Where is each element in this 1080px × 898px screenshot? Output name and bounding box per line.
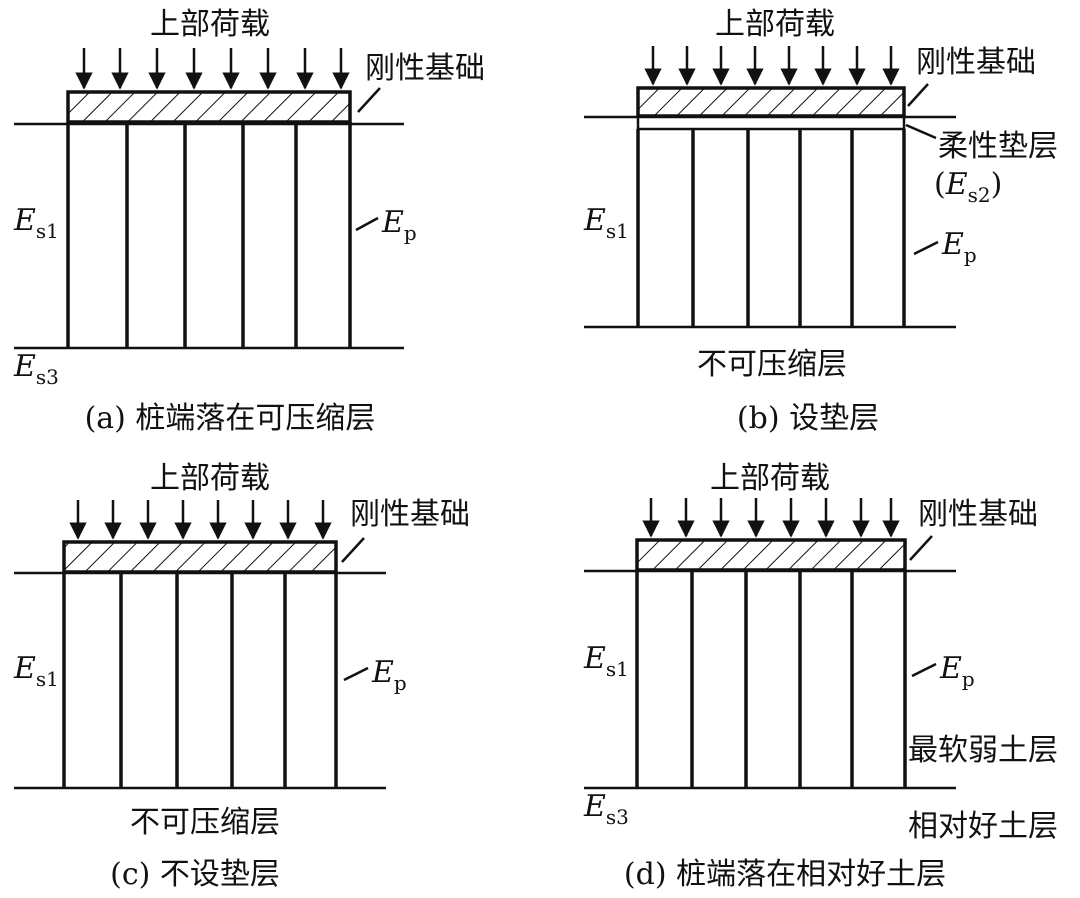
base-modulus: Es3 — [13, 349, 59, 389]
load-arrows — [69, 500, 332, 540]
incompressible-layer-label: 不可压缩层 — [697, 347, 847, 382]
cushion-label: 柔性垫层 — [938, 129, 1058, 164]
cushion-modulus: (Es2) — [934, 167, 1002, 207]
leader-line — [355, 216, 379, 232]
rigid-foundation — [66, 90, 352, 124]
foundation-label: 刚性基础 — [918, 497, 1038, 532]
caption: (c) 不设垫层 — [110, 857, 280, 892]
load-label: 上部荷载 — [150, 7, 270, 42]
caption: (a) 桩端落在可压缩层 — [85, 401, 376, 436]
panel-b: 上部荷载 刚性基础 柔性垫层 (Es2) Es1 Ep — [583, 7, 1058, 436]
piles — [635, 570, 907, 788]
foundation-label: 刚性基础 — [916, 45, 1036, 80]
load-label: 上部荷载 — [710, 461, 830, 496]
leader-line — [343, 666, 369, 682]
leader-line — [341, 537, 365, 563]
base-modulus: Es3 — [583, 789, 629, 829]
rigid-foundation — [62, 540, 338, 574]
flexible-cushion — [636, 115, 906, 131]
soil-modulus: Es1 — [583, 203, 629, 243]
leader-line — [907, 83, 929, 107]
piles — [636, 129, 906, 327]
load-arrows — [642, 498, 900, 538]
piles — [66, 122, 352, 348]
leader-line — [357, 87, 381, 113]
rigid-foundation — [635, 538, 907, 572]
soil-modulus: Es1 — [13, 651, 59, 691]
piles — [62, 572, 338, 788]
rigid-foundation — [636, 86, 906, 118]
panel-a: 上部荷载 刚性基础 Es1 Ep Es3 (a) 桩端落在可压缩层 — [13, 7, 485, 436]
pile-modulus: Ep — [941, 227, 977, 267]
panel-d: 上部荷载 刚性基础 Es1 Ep 最软弱土层 Es3 相对好土层 — [583, 461, 1058, 892]
leader-line — [905, 123, 937, 140]
load-arrows — [644, 46, 900, 86]
load-label: 上部荷载 — [715, 7, 835, 42]
weak-layer-label: 最软弱土层 — [908, 733, 1058, 768]
caption: (b) 设垫层 — [737, 401, 879, 436]
leader-line — [909, 535, 933, 561]
pile-modulus: Ep — [939, 651, 975, 691]
foundation-label: 刚性基础 — [365, 51, 485, 86]
panel-c: 上部荷载 刚性基础 Es1 Ep 不可压缩层 (c) 不设垫层 — [13, 461, 470, 892]
load-arrows — [75, 48, 350, 90]
soil-modulus: Es1 — [583, 641, 629, 681]
incompressible-layer-label: 不可压缩层 — [130, 805, 280, 840]
load-label: 上部荷载 — [150, 461, 270, 496]
pile-modulus: Ep — [371, 655, 407, 695]
good-layer-label: 相对好土层 — [908, 809, 1058, 844]
leader-line — [911, 662, 937, 678]
leader-line — [913, 240, 939, 256]
caption: (d) 桩端落在相对好土层 — [624, 857, 946, 892]
pile-modulus: Ep — [381, 205, 417, 245]
soil-modulus: Es1 — [13, 203, 59, 243]
foundation-label: 刚性基础 — [350, 497, 470, 532]
